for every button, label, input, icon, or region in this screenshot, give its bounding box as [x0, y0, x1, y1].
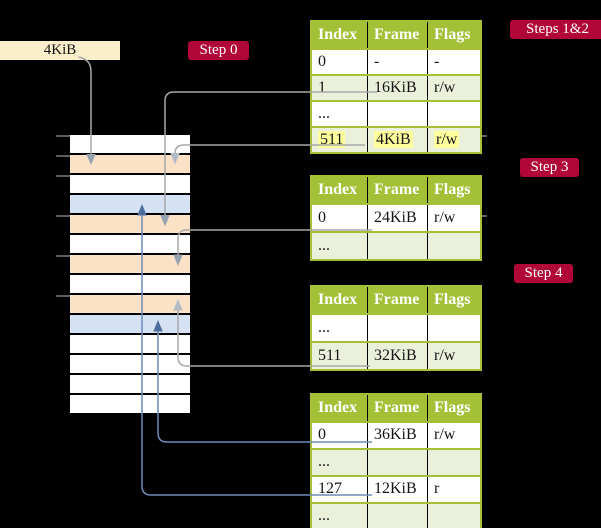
col-header-frame: Frame: [367, 395, 427, 421]
badge-step-0: Step 0: [188, 41, 249, 60]
badge-step-3: Step 3: [520, 158, 579, 177]
col-header-index: Index: [318, 399, 358, 416]
page-table-level-4: Index Frame Flags 0 36KiB r/w ... 127 12…: [310, 393, 482, 528]
memory-tick-marks: [56, 135, 70, 297]
table-row: ...: [312, 448, 480, 475]
memory-row-7: [70, 255, 190, 275]
page-table-level-3: Index Frame Flags ... 511 32KiB r/w: [310, 285, 482, 371]
table-header-row: Index Frame Flags: [312, 22, 480, 48]
col-header-frame: Frame: [367, 22, 427, 48]
col-header-frame: Frame: [367, 177, 427, 203]
memory-row-8: [70, 275, 190, 295]
table-row: 127 12KiB r: [312, 475, 480, 502]
table-header-row: Index Frame Flags: [312, 177, 480, 203]
memory-row-11: [70, 335, 190, 355]
table-header-row: Index Frame Flags: [312, 287, 480, 313]
memory-row-1: [70, 135, 190, 155]
table-row: ...: [312, 100, 480, 126]
memory-column: [70, 135, 190, 415]
col-header-flags: Flags: [427, 22, 480, 48]
memory-row-4: [70, 195, 190, 215]
table-row: ...: [312, 313, 480, 341]
page-size-label-box: 4KiB: [0, 41, 120, 60]
table-row-highlighted: 511 4KiB r/w: [312, 126, 480, 152]
table-row: ...: [312, 231, 480, 259]
memory-row-2: [70, 155, 190, 175]
table-header-row: Index Frame Flags: [312, 395, 480, 421]
table-row: 0 36KiB r/w: [312, 421, 480, 448]
col-header-index: Index: [318, 181, 358, 198]
memory-row-13: [70, 375, 190, 395]
table-row: 511 32KiB r/w: [312, 341, 480, 369]
col-header-flags: Flags: [427, 287, 480, 313]
memory-row-5: [70, 215, 190, 235]
table-row: 0 24KiB r/w: [312, 203, 480, 231]
table-row-stubs: [482, 135, 487, 217]
col-header-flags: Flags: [427, 395, 480, 421]
badge-steps-1-2: Steps 1&2: [510, 20, 601, 39]
col-header-index: Index: [318, 291, 358, 308]
table-row: 1 16KiB r/w: [312, 74, 480, 100]
memory-row-14: [70, 395, 190, 415]
memory-row-9: [70, 295, 190, 315]
memory-row-3: [70, 175, 190, 195]
col-header-frame: Frame: [367, 287, 427, 313]
memory-row-12: [70, 355, 190, 375]
table-row: 0 - -: [312, 48, 480, 74]
memory-row-10: [70, 315, 190, 335]
table-row: ...: [312, 502, 480, 528]
memory-row-6: [70, 235, 190, 255]
badge-step-4: Step 4: [514, 264, 573, 283]
page-table-level-2: Index Frame Flags 0 24KiB r/w ...: [310, 175, 482, 261]
page-table-level-1: Index Frame Flags 0 - - 1 16KiB r/w ... …: [310, 20, 482, 154]
col-header-flags: Flags: [427, 177, 480, 203]
col-header-index: Index: [318, 26, 358, 43]
